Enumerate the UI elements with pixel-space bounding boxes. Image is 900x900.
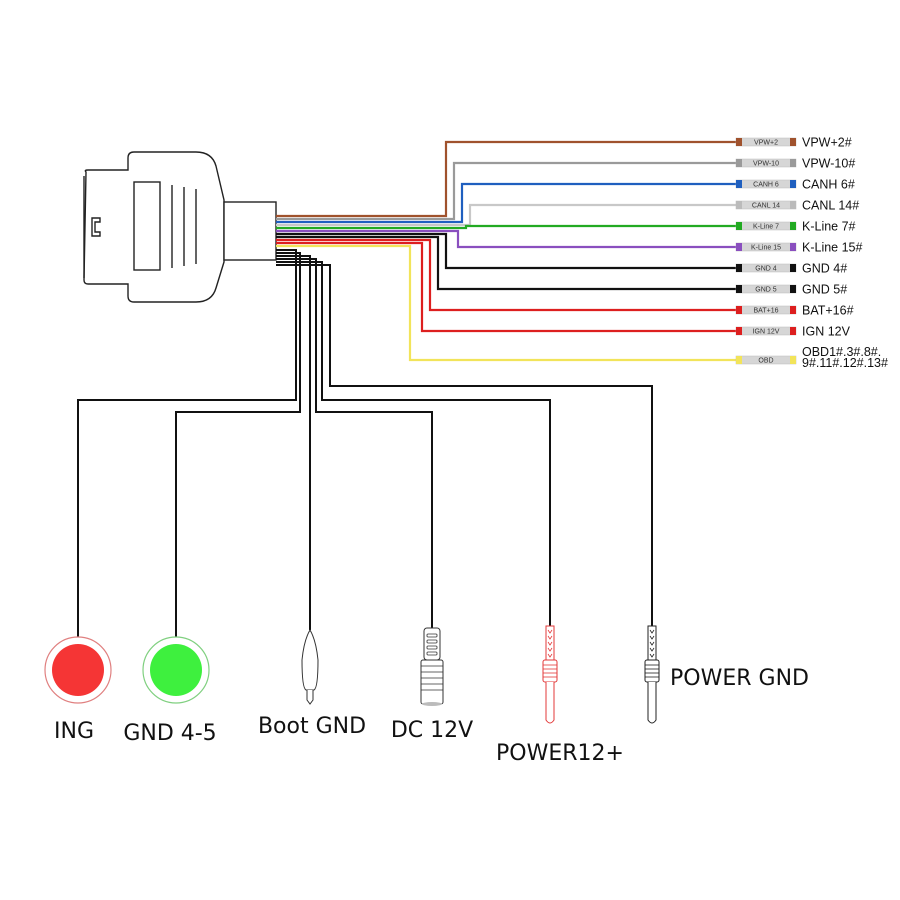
sleeve-label: IGN 12V [753, 329, 780, 336]
pin-sleeve: CANL 14 [735, 200, 797, 210]
pin-label: GND 5# [802, 283, 847, 297]
dc-jack-icon [420, 627, 444, 706]
output-wire [276, 261, 551, 628]
pin-label: OBD1#.3#.8#. [802, 345, 881, 359]
sleeve-label: CANH 6 [753, 182, 779, 189]
wire-vpw-2 [276, 140, 736, 218]
pin-sleeve: K-Line 7 [735, 221, 797, 231]
gnd-4-5-button[interactable] [142, 636, 210, 704]
wire-vpw-10 [276, 161, 736, 221]
pin-label: CANH 6# [802, 178, 855, 192]
sleeve-label: VPW-10 [753, 161, 779, 168]
pin-sleeve: CANH 6 [735, 179, 797, 189]
obd-connector [83, 151, 277, 303]
sleeve-label: GND 4 [755, 266, 777, 273]
wire-bundle [276, 140, 736, 362]
output-wire [77, 249, 297, 640]
pin-label: K-Line 7# [802, 220, 856, 234]
wire-obd [276, 244, 736, 362]
pin-label: BAT+16# [802, 304, 854, 318]
output-label-boot-gnd: Boot GND [258, 714, 366, 739]
output-wire [276, 258, 433, 630]
pin-sleeve: VPW+2 [735, 137, 797, 147]
pin-label: VPW+2# [802, 136, 852, 150]
wire-gnd-5 [276, 235, 736, 291]
pin-label: K-Line 15# [802, 241, 863, 255]
pin-label: VPW-10# [802, 157, 855, 171]
output-wire [175, 252, 301, 640]
pin-sleeve: IGN 12V [735, 326, 797, 336]
power12-probe-icon [542, 625, 558, 724]
output-wire [276, 264, 653, 628]
sleeve-label: K-Line 7 [753, 224, 779, 231]
output-label-ing: ING [54, 719, 94, 744]
sleeve-label: K-Line 15 [751, 245, 781, 252]
sleeve-label: GND 5 [755, 287, 777, 294]
wire-k-line-15 [276, 229, 736, 249]
output-label-dc-12v: DC 12V [391, 718, 473, 743]
pin-sleeve: K-Line 15 [735, 242, 797, 252]
output-label-power-gnd: POWER GND [670, 666, 809, 691]
output-label-gnd-4-5: GND 4-5 [123, 721, 216, 746]
power-gnd-probe-icon [644, 625, 660, 724]
pin-label: GND 4# [802, 262, 847, 276]
output-connectors: ING GND 4-5 Boot GND DC 12V POWER12+ POWER GN… [44, 249, 809, 766]
output-wire [276, 255, 311, 630]
pin-sleeve: VPW-10 [735, 158, 797, 168]
wire-gnd-4 [276, 232, 736, 270]
pin-sleeve: GND 4 [735, 263, 797, 273]
pin-sleeve: GND 5 [735, 284, 797, 294]
sleeve-label: VPW+2 [754, 140, 778, 147]
sleeve-label: BAT+16 [754, 308, 779, 315]
pin-labels: VPW+2 VPW+2# VPW-10 VPW-10# CANH 6 CANH 6# CAN… [735, 136, 888, 370]
wire-ign-12v [276, 241, 736, 333]
pin-label: CANL 14# [802, 199, 859, 213]
wire-canh-6 [276, 182, 736, 224]
pin-sleeve: OBD [735, 355, 797, 365]
sleeve-label: CANL 14 [752, 203, 780, 210]
wire-canl-14 [276, 203, 736, 227]
sleeve-label: OBD [758, 358, 773, 365]
pin-label-line2: 9#.11#.12#.13# [802, 356, 888, 370]
output-label-power12-: POWER12+ [496, 741, 624, 766]
pin-sleeve: BAT+16 [735, 305, 797, 315]
wire-bat-16 [276, 238, 736, 312]
pin-label: IGN 12V [802, 325, 851, 339]
wire-k-line-7 [276, 224, 736, 230]
alligator-clip-icon [301, 629, 319, 705]
ing-button[interactable] [44, 636, 112, 704]
